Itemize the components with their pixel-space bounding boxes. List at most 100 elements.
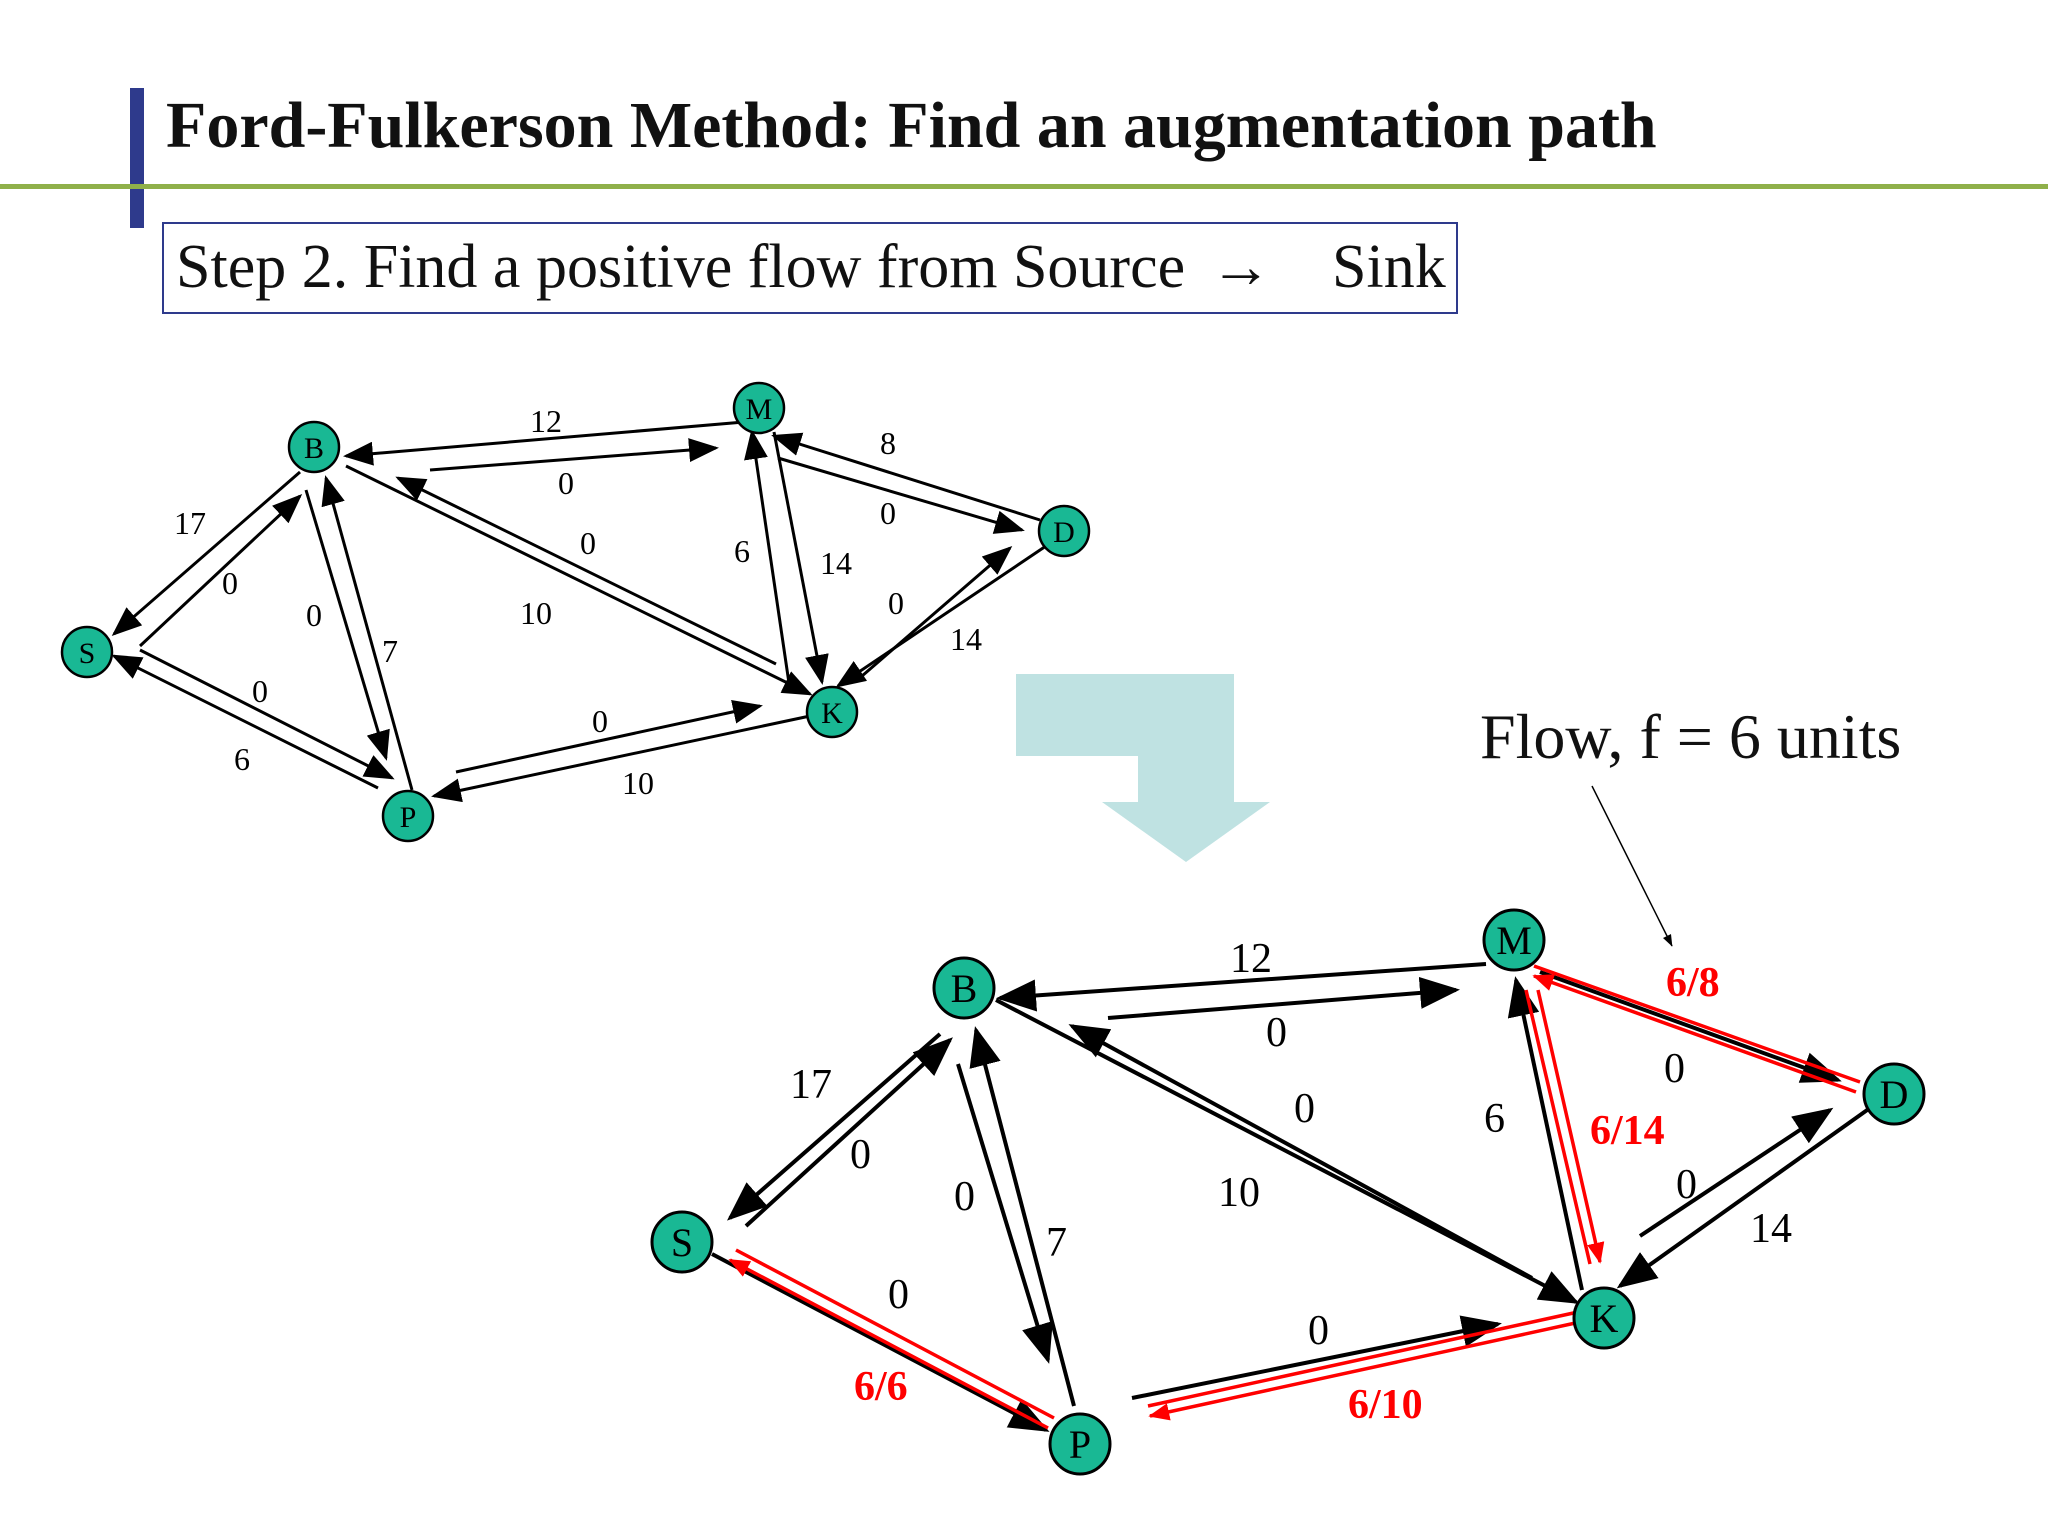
- bottom-edge-b-s: [726, 1032, 942, 1221]
- bottom-label: 0: [1676, 1162, 1697, 1208]
- top-graph: [111, 420, 1047, 803]
- bottom-node-s-label: S: [671, 1220, 693, 1265]
- bottom-node-s: [650, 1210, 714, 1274]
- top-edge-m-d: [777, 456, 1025, 534]
- path-edge-k-p: [1148, 1320, 1581, 1421]
- top-edge-d-k: [835, 544, 1047, 688]
- top-node-s: [60, 625, 114, 679]
- top-edge-s-p: [139, 648, 395, 780]
- bottom-edge-d-k: [1616, 1106, 1872, 1289]
- top-label: 0: [558, 465, 574, 501]
- bottom-edge-k-b: [1068, 1024, 1533, 1280]
- top-edge-k-p: [431, 714, 811, 803]
- top-edge-b-k: [345, 464, 813, 696]
- top-label: 8: [880, 425, 896, 461]
- flow-pointer-line: [1591, 785, 1673, 947]
- step-text: Step 2. Find a positive flow from Source: [176, 233, 1186, 301]
- top-label: 10: [622, 765, 654, 801]
- flow-label: Flow, f = 6 units: [1480, 701, 1902, 772]
- top-label: 0: [592, 703, 608, 739]
- path-edge-p-s: [735, 1248, 1055, 1420]
- top-nodes: B M D S K P: [60, 381, 1091, 843]
- top-edge-m-b: [343, 420, 745, 466]
- bottom-label: 0: [888, 1272, 909, 1318]
- bottom-label: 17: [790, 1062, 832, 1108]
- top-edge-b-p: [304, 489, 390, 761]
- step-sink-text: Sink: [1332, 233, 1446, 301]
- top-edge-p-s: [111, 654, 379, 790]
- top-node-k: [805, 685, 859, 739]
- bottom-graph: [711, 962, 1872, 1432]
- top-label: 6: [734, 533, 750, 569]
- bottom-label: 0: [850, 1132, 871, 1178]
- top-edge-p-b: [321, 475, 414, 791]
- top-node-d: [1037, 504, 1091, 558]
- bottom-edge-b-m: [1107, 976, 1460, 1020]
- path-edge-d-m: [1533, 964, 1861, 1084]
- bottom-nodes: B M D S K P: [650, 908, 1926, 1476]
- bottom-node-m-label: M: [1496, 918, 1532, 963]
- top-label: 6: [234, 741, 250, 777]
- bottom-label: 14: [1750, 1206, 1792, 1252]
- bottom-edge-p-k: [1131, 1315, 1502, 1400]
- bottom-edge-k-d: [1638, 1107, 1834, 1238]
- top-label: 0: [880, 495, 896, 531]
- bottom-label: 0: [1664, 1046, 1685, 1092]
- step-arrow-icon: →: [1210, 233, 1272, 301]
- transition-arrow-icon: [1016, 674, 1270, 862]
- top-edge-b-m: [429, 438, 719, 472]
- bottom-node-m: [1482, 908, 1546, 972]
- bottom-label: 6: [1484, 1096, 1505, 1142]
- top-node-s-label: S: [79, 637, 96, 670]
- bottom-label: 0: [1266, 1010, 1287, 1056]
- flow-label-d-m: 6/8: [1666, 960, 1720, 1006]
- bottom-node-d: [1862, 1062, 1926, 1126]
- top-node-b: [287, 420, 341, 474]
- bottom-node-k: [1572, 1286, 1636, 1350]
- top-label: 0: [306, 597, 322, 633]
- bottom-node-p-label: P: [1069, 1422, 1091, 1467]
- top-node-b-label: B: [304, 432, 324, 465]
- top-label: 17: [174, 505, 206, 541]
- top-label: 0: [580, 525, 596, 561]
- augmenting-path: [728, 964, 1861, 1430]
- flow-label-m-k: 6/14: [1590, 1108, 1665, 1154]
- top-label: 0: [252, 673, 268, 709]
- top-label: 7: [382, 633, 398, 669]
- top-edge-k-d: [861, 546, 1013, 678]
- top-edge-d-m: [771, 432, 1041, 522]
- top-node-p: [381, 789, 435, 843]
- top-node-k-label: K: [821, 697, 843, 730]
- top-edge-b-s: [111, 470, 301, 636]
- bottom-label: 0: [954, 1174, 975, 1220]
- bottom-edge-m-b: [996, 962, 1487, 1012]
- top-label: 14: [820, 545, 852, 581]
- bottom-edge-k-m: [1507, 976, 1584, 1291]
- bottom-edge-p-b: [969, 1026, 1076, 1407]
- bottom-edge-b-k: [995, 998, 1580, 1304]
- bottom-label: 0: [1294, 1086, 1315, 1132]
- title-accent-bar: [130, 88, 144, 228]
- bottom-label: 0: [1308, 1308, 1329, 1354]
- top-label: 14: [950, 621, 982, 657]
- step-box: [162, 222, 1458, 314]
- path-edge-m-k: [1524, 989, 1592, 1265]
- top-edge-s-b: [138, 493, 303, 648]
- top-label: 10: [520, 595, 552, 631]
- bottom-node-b: [932, 956, 996, 1020]
- top-edge-k-b: [395, 476, 777, 666]
- top-edge-m-k: [772, 431, 829, 685]
- bottom-edge-s-p: [711, 1252, 1050, 1432]
- top-label: 0: [222, 565, 238, 601]
- top-node-m: [732, 381, 786, 435]
- top-node-p-label: P: [400, 801, 417, 834]
- path-edge-k-p: [1147, 1310, 1579, 1408]
- bottom-edge-b-p: [956, 1063, 1053, 1364]
- top-label: 0: [888, 585, 904, 621]
- top-edge-k-m: [744, 429, 792, 691]
- bottom-node-k-label: K: [1590, 1296, 1619, 1341]
- top-label: 12: [530, 403, 562, 439]
- bottom-label: 7: [1046, 1220, 1067, 1266]
- path-edge-d-m: [1532, 974, 1857, 1094]
